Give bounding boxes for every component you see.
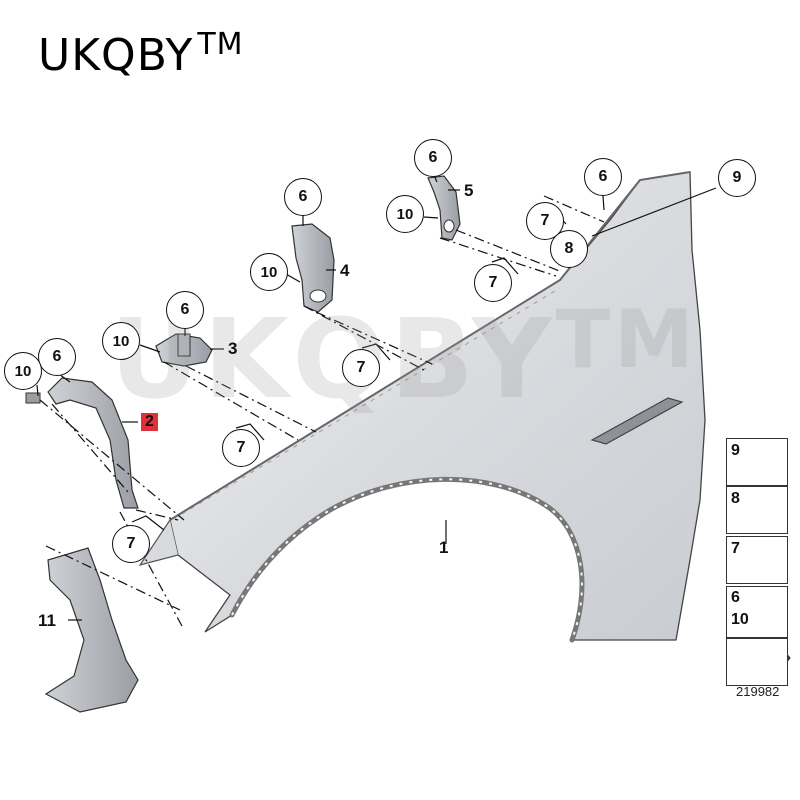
callout-6: 6 [284, 178, 322, 216]
document-number: 219982 [736, 684, 780, 699]
bracket-4-part [291, 223, 335, 313]
legend-number: 8 [731, 490, 740, 507]
brand-name: UKQBY [38, 30, 194, 81]
legend-number: 10 [731, 611, 749, 628]
part-label-5: 5 [464, 181, 474, 200]
legend-item-arrow [726, 638, 788, 686]
legend-item-7: 7 [726, 536, 788, 584]
callout-6: 6 [584, 158, 622, 196]
callout-7: 7 [222, 429, 260, 467]
legend-number: 9 [731, 442, 740, 459]
callout-9: 9 [718, 159, 756, 197]
legend-number: 6 [731, 589, 740, 606]
legend-number: 7 [731, 540, 740, 557]
callout-10: 10 [386, 195, 424, 233]
part-label-11: 11 [38, 611, 56, 630]
part-label-2: 2 [141, 413, 158, 431]
callout-6: 6 [38, 338, 76, 376]
legend-item-6-10: 6 10 [726, 586, 788, 638]
callout-7: 7 [474, 264, 512, 302]
panel-11-part [44, 547, 139, 713]
part-label-1: 1 [439, 538, 449, 557]
fender-part [138, 171, 706, 643]
callout-7: 7 [342, 349, 380, 387]
brand-tm: TM [197, 27, 244, 62]
leader-lines [36, 174, 717, 627]
legend-item-9: 9 [726, 438, 788, 486]
callout-6: 6 [166, 291, 204, 329]
bracket-3-part [155, 333, 213, 367]
bracket-5-part [427, 175, 461, 241]
part-label-3: 3 [228, 339, 238, 358]
bracket-2-part [25, 377, 139, 509]
callout-10: 10 [250, 253, 288, 291]
legend-item-8: 8 [726, 486, 788, 534]
callout-7: 7 [112, 525, 150, 563]
callout-6: 6 [414, 139, 452, 177]
callout-10: 10 [102, 322, 140, 360]
callout-8: 8 [550, 230, 588, 268]
part-label-4: 4 [340, 261, 350, 280]
callout-10: 10 [4, 352, 42, 390]
